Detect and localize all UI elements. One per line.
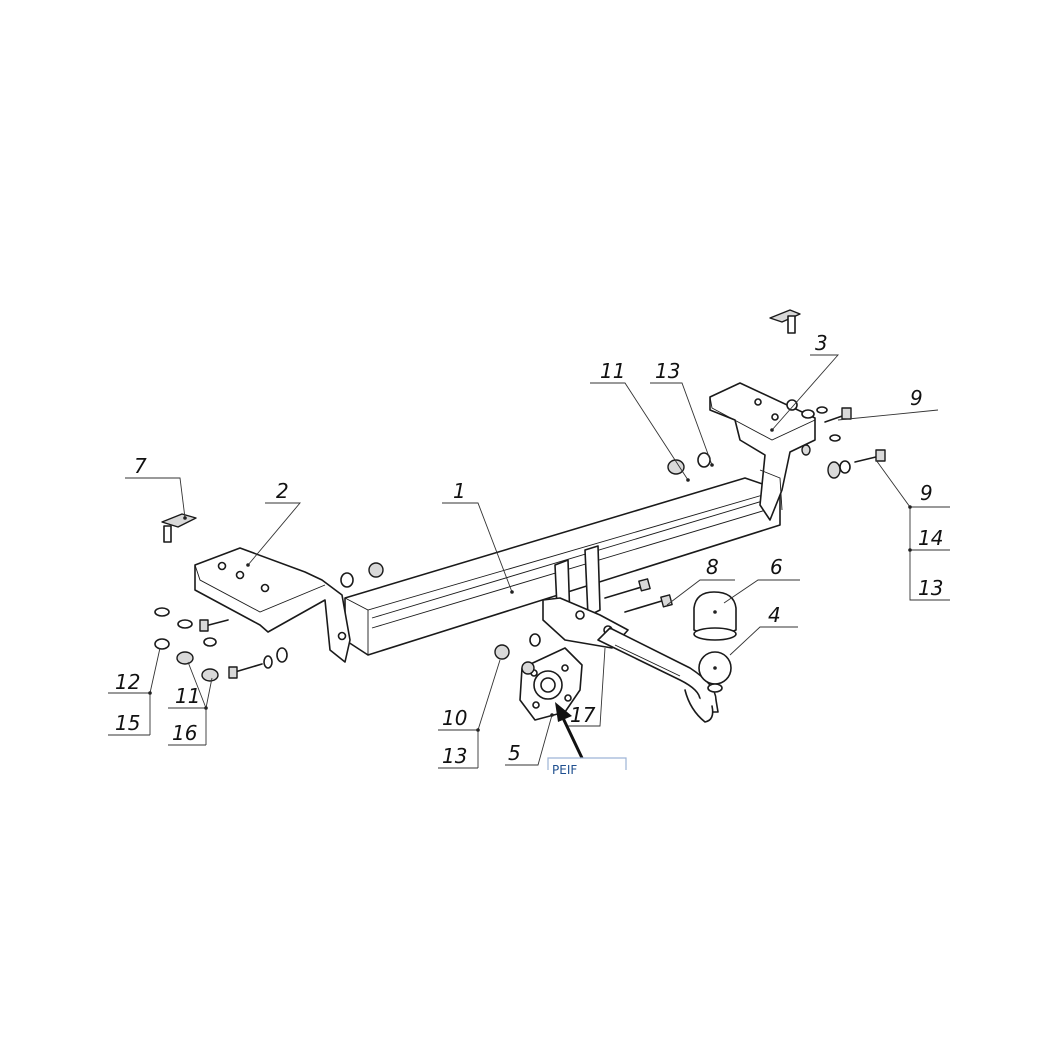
left-bracket xyxy=(194,547,351,663)
callout-3: 3 xyxy=(815,331,828,355)
tow-ball-arm xyxy=(597,627,732,723)
socket-nuts xyxy=(494,633,541,675)
socket-plate xyxy=(519,647,583,721)
callout-9-top: 9 xyxy=(910,386,923,410)
beam-nuts-right xyxy=(667,452,711,475)
socket-tag: PEIF xyxy=(547,757,627,777)
right-bolt-set xyxy=(801,406,886,479)
left-bolt-set xyxy=(154,607,288,682)
long-bolts xyxy=(604,578,673,613)
callout-7: 7 xyxy=(134,454,147,478)
socket-arrow xyxy=(555,702,584,759)
leader-dots xyxy=(148,428,912,732)
socket-tag-label: PEIF xyxy=(552,763,577,777)
callout-5: 5 xyxy=(508,741,521,765)
callout-4: 4 xyxy=(768,603,781,627)
callout-2: 2 xyxy=(276,479,289,503)
callout-13-top: 13 xyxy=(655,359,680,383)
beam-nuts-left xyxy=(340,562,384,588)
callout-8: 8 xyxy=(706,555,719,579)
callout-11-left: 11 xyxy=(175,684,200,708)
callout-1: 1 xyxy=(453,479,466,503)
callout-6: 6 xyxy=(770,555,783,579)
callout-11-top: 11 xyxy=(600,359,625,383)
clamp-bolt-left xyxy=(161,513,197,543)
callout-labels: 7 2 1 3 11 13 9 9 14 13 8 6 4 12 15 11 1… xyxy=(115,331,943,768)
callout-9-right: 9 xyxy=(920,481,933,505)
right-bracket xyxy=(709,382,816,521)
callout-13-bottom: 13 xyxy=(442,744,467,768)
callout-12: 12 xyxy=(115,670,140,694)
callout-14: 14 xyxy=(918,526,943,550)
callout-15: 15 xyxy=(115,711,140,735)
callout-13-right: 13 xyxy=(918,576,943,600)
callout-16: 16 xyxy=(172,721,197,745)
callout-10: 10 xyxy=(442,706,467,730)
callout-17: 17 xyxy=(570,703,596,727)
clamp-bolt-right xyxy=(769,309,801,334)
